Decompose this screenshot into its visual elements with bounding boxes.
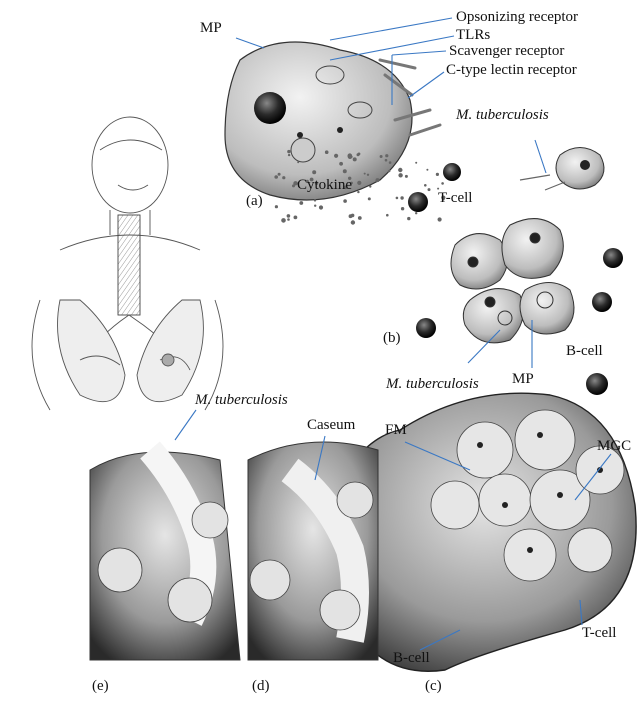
cytokine-dot	[334, 154, 338, 158]
granuloma-cutaway-e	[90, 450, 240, 660]
cytokine-dot	[407, 217, 410, 220]
panel-label-b: (b)	[383, 330, 401, 346]
cytokine-dot	[426, 169, 428, 171]
m-tuberculosis-label-b: M. tuberculosis	[386, 376, 479, 392]
panel-label-d: (d)	[252, 678, 270, 694]
cytokine-dot	[314, 205, 316, 207]
m-tuberculosis-label-e: M. tuberculosis	[195, 392, 288, 408]
b-cell-label-b: B-cell	[566, 343, 603, 359]
cytokine-dot	[398, 173, 402, 177]
cytokine-dot	[388, 170, 390, 172]
m-tuberculosis-label-a: M. tuberculosis	[456, 107, 549, 123]
cytokine-dot	[380, 155, 383, 158]
scavenger-receptor-label: Scavenger receptor	[449, 43, 564, 59]
cytokine-dot	[299, 201, 303, 205]
cytokine-dot	[386, 214, 389, 217]
cytokine-dot	[415, 162, 417, 164]
cytokine-dot	[312, 170, 316, 174]
cytokine-dot	[368, 197, 371, 200]
panel-label-c: (c)	[425, 678, 442, 694]
cytokine-dot	[376, 178, 380, 182]
cytokine-dot	[314, 199, 316, 201]
cytokine-dot	[438, 217, 442, 221]
caseum-label: Caseum	[307, 417, 355, 433]
human-respiratory-sketch	[32, 117, 223, 410]
cytokine-dot	[343, 199, 347, 203]
cytokine-dot	[349, 214, 353, 218]
c-type-lectin-label: C-type lectin receptor	[446, 62, 577, 78]
macrophage-cluster-b	[451, 219, 574, 343]
cytokine-dot	[287, 214, 291, 218]
cytokine-label: Cytokine	[297, 177, 352, 193]
cytokine-dot	[351, 220, 355, 224]
cytokine-dot	[364, 173, 366, 175]
t-cell-label-c: T-cell	[582, 625, 616, 641]
cytokine-dot	[405, 175, 408, 178]
cytokine-dot	[400, 196, 403, 199]
cytokine-dot	[385, 159, 388, 162]
cytokine-dot	[275, 205, 278, 208]
cytokine-dot	[348, 153, 353, 158]
mp-label-a: MP	[200, 20, 222, 36]
cytokine-dot	[274, 175, 278, 179]
cytokine-dot	[357, 181, 361, 185]
mgc-label: MGC	[597, 438, 631, 454]
cytokine-dot	[325, 150, 329, 154]
cytokine-dot	[297, 161, 299, 163]
cytokine-dot	[278, 173, 281, 176]
panel-label-a: (a)	[246, 193, 263, 209]
mp-label-b: MP	[512, 371, 534, 387]
b-cell-label-c: B-cell	[393, 650, 430, 666]
opsonizing-receptor-label: Opsonizing receptor	[456, 9, 578, 25]
cytokine-dot	[389, 161, 392, 164]
cytokine-dot	[369, 185, 371, 187]
cytokine-dot	[294, 216, 298, 220]
cytokine-dot	[428, 188, 431, 191]
cytokine-dot	[287, 218, 290, 221]
cytokine-dot	[339, 162, 343, 166]
cytokine-dot	[282, 176, 285, 179]
cytokine-dot	[288, 154, 290, 156]
cytokine-dot	[398, 168, 402, 172]
panel-label-e: (e)	[92, 678, 109, 694]
cytokine-dot	[436, 173, 439, 176]
cytokine-dot	[319, 205, 323, 209]
cytokine-dot	[287, 150, 290, 153]
cytokine-dot	[357, 191, 359, 193]
cytokine-dot	[367, 174, 369, 176]
cytokine-dot	[353, 157, 357, 161]
cytokine-dot	[281, 218, 286, 223]
cytokine-dot	[385, 154, 388, 157]
granuloma-cutaway-d	[248, 442, 378, 660]
cytokine-dot	[292, 184, 295, 187]
tlrs-label: TLRs	[456, 27, 490, 43]
fm-label: FM	[385, 422, 407, 438]
cytokine-dot	[415, 212, 417, 214]
cytokine-dot	[424, 184, 427, 187]
cytokine-dot	[343, 169, 347, 173]
cytokine-dot	[357, 153, 360, 156]
cytokine-dot	[358, 216, 362, 220]
t-cell-label-a: T-cell	[438, 190, 472, 206]
cytokine-dot	[396, 197, 399, 200]
cytokine-dot	[441, 182, 444, 185]
cytokine-dot	[401, 207, 404, 210]
small-macrophage	[520, 148, 604, 191]
